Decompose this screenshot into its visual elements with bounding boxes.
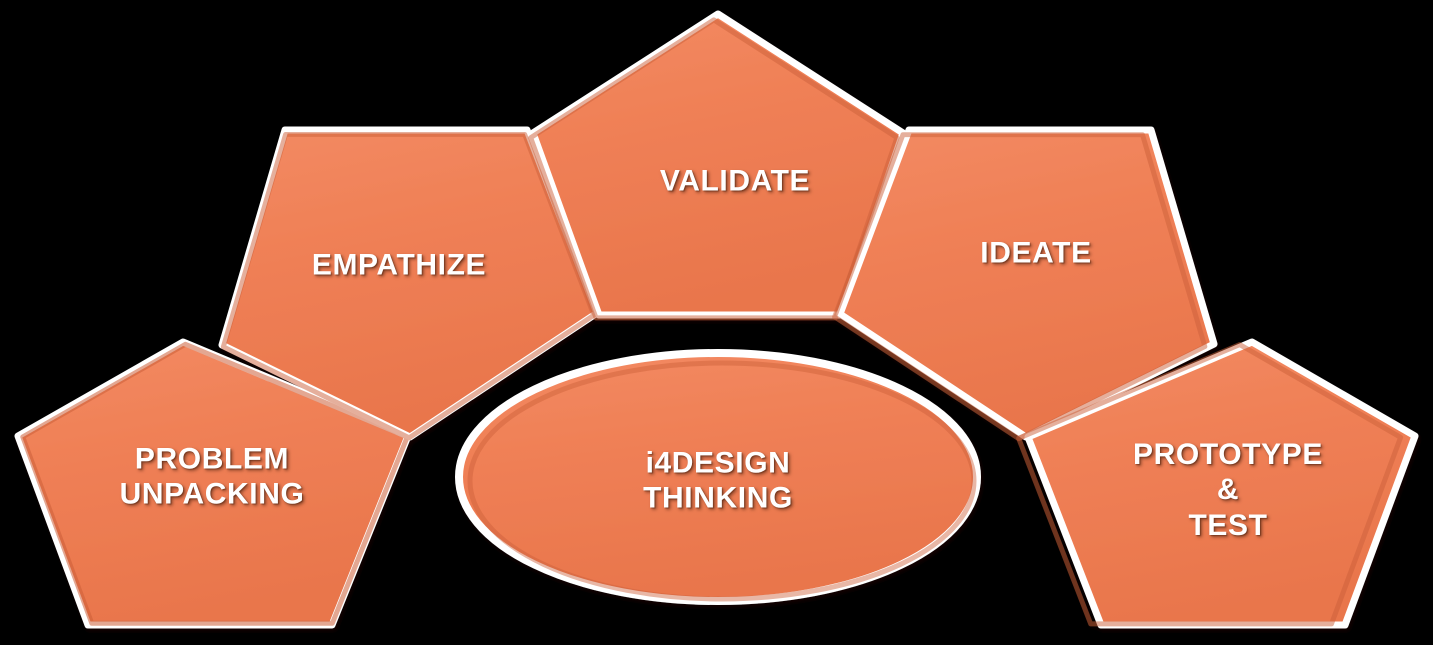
node-prototype-test-shape[interactable] (1016, 338, 1419, 629)
node-problem-unpacking-shape[interactable] (14, 338, 412, 629)
node-center-hub-shape[interactable] (455, 349, 981, 605)
node-validate-shape[interactable] (528, 10, 907, 321)
node-ideate-shape[interactable] (832, 126, 1218, 442)
node-empathize-shape[interactable] (218, 126, 601, 441)
